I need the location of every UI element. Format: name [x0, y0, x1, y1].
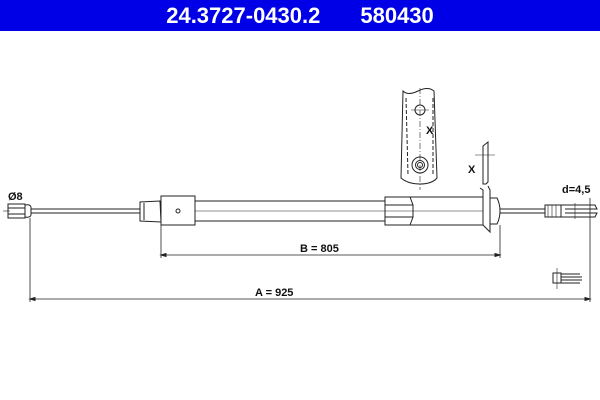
- part-number: 24.3727-0430.2: [166, 2, 321, 28]
- dimension-b-label: B = 805: [300, 243, 339, 255]
- reference-number: 580430: [360, 2, 434, 28]
- inner-cable-left: [31, 208, 140, 214]
- cable-sleeve: [139, 195, 196, 226]
- left-diameter-label: Ø8: [8, 191, 23, 203]
- left-end-fitting: [3, 203, 32, 219]
- extension-lines: [29, 198, 591, 302]
- bracket-detail-top: [400, 88, 438, 190]
- outer-casing: [195, 200, 385, 222]
- mounting-bracket-side: [475, 140, 501, 234]
- dimension-b-line: [159, 252, 502, 258]
- detail-marker-side: X: [468, 164, 476, 176]
- title-text-group: 24.3727-0430.2 580430: [166, 3, 434, 29]
- fork-clevis: [544, 203, 598, 219]
- right-end-fitting: [384, 196, 500, 226]
- dimension-a-label: A = 925: [255, 287, 293, 299]
- right-diameter-label: d=4,5: [562, 184, 590, 196]
- inner-cable-right: [500, 208, 545, 214]
- detail-marker-top: X: [426, 125, 434, 137]
- title-bar: 24.3727-0430.2 580430: [0, 0, 600, 31]
- clevis-side-detail: [552, 268, 582, 289]
- dimension-a-line: [28, 296, 592, 302]
